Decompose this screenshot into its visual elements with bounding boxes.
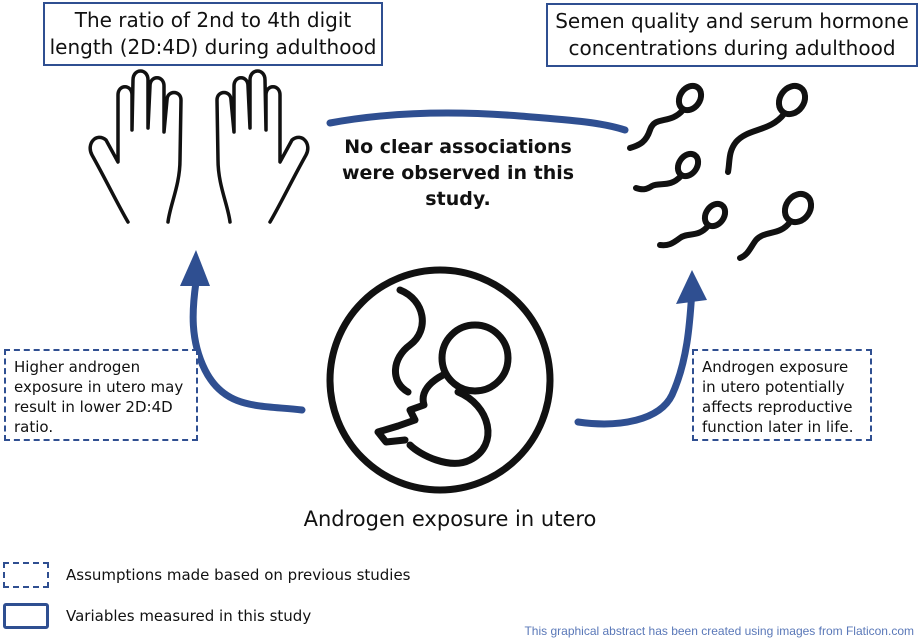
hands-icon xyxy=(88,69,310,224)
top-connector xyxy=(326,109,629,134)
semen-quality-box: Semen quality and serum hormone concentr… xyxy=(546,3,918,67)
legend-solid-label: Variables measured in this study xyxy=(66,607,312,625)
semen-quality-text: Semen quality and serum hormone concentr… xyxy=(555,9,909,60)
left-arrow-path xyxy=(189,278,306,414)
left-assumption-box: Higher androgen exposure in utero may re… xyxy=(4,349,198,441)
digit-ratio-box: The ratio of 2nd to 4th digit length (2D… xyxy=(43,2,383,66)
left-arrowhead xyxy=(180,250,210,286)
connector-lines xyxy=(189,109,696,428)
sperm-icon xyxy=(627,82,815,261)
androgen-exposure-label: Androgen exposure in utero xyxy=(303,507,597,531)
digit-ratio-text: The ratio of 2nd to 4th digit length (2D… xyxy=(49,8,377,59)
image-credit: This graphical abstract has been created… xyxy=(524,624,914,638)
right-assumption-box: Androgen exposure in utero potentially a… xyxy=(692,349,872,441)
right-arrowhead xyxy=(676,270,707,304)
legend-dashed-label: Assumptions made based on previous studi… xyxy=(66,566,411,584)
fetus-icon xyxy=(326,266,554,494)
right-assumption-text: Androgen exposure in utero potentially a… xyxy=(702,358,854,436)
legend-solid-swatch xyxy=(3,603,49,629)
no-association-note: No clear associations were observed in t… xyxy=(341,136,575,210)
legend-dashed-swatch xyxy=(3,562,49,588)
left-assumption-text: Higher androgen exposure in utero may re… xyxy=(14,358,184,436)
right-arrow-path xyxy=(574,286,696,428)
